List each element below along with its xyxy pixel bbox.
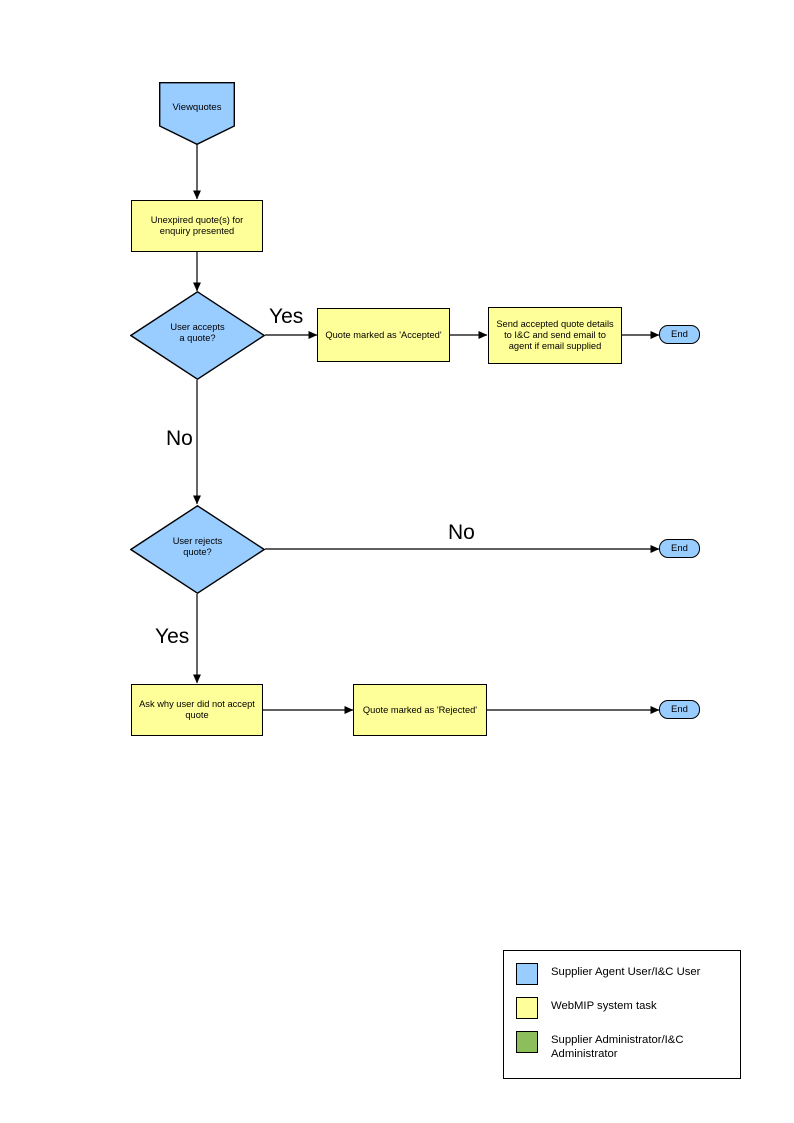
node-user-rejects-label: User rejects quote? <box>130 536 265 558</box>
edge-label-rejects-no: No <box>448 521 475 544</box>
legend-item-webmip-task: WebMIP system task <box>516 997 740 1019</box>
node-ask-why-not-accepted[interactable]: Ask why user did not accept quote <box>131 684 263 736</box>
accepts-line-2: a quote? <box>179 333 216 344</box>
node-end-rejected[interactable]: End <box>659 700 700 719</box>
node-user-accepts-decision[interactable]: User accepts a quote? <box>130 291 265 380</box>
rejects-line-1: User rejects <box>172 536 223 546</box>
node-end-accepted-label: End <box>671 328 688 340</box>
legend-label-supplier-agent: Supplier Agent User/I&C User <box>551 966 701 978</box>
legend-swatch-green <box>516 1031 538 1053</box>
start-shape <box>159 82 235 145</box>
node-end-rejected-label: End <box>671 703 688 715</box>
decision-shape-rejects <box>130 505 265 594</box>
node-user-rejects-decision[interactable]: User rejects quote? <box>130 505 265 594</box>
node-quote-marked-accepted[interactable]: Quote marked as 'Accepted' <box>317 308 450 362</box>
legend-label-supplier-administrator: Supplier Administrator/I&C Administrator <box>551 1034 684 1060</box>
node-user-accepts-label: User accepts a quote? <box>130 322 265 344</box>
node-unexpired-quotes[interactable]: Unexpired quote(s) for enquiry presented <box>131 200 263 252</box>
legend-box: Supplier Agent User/I&C User WebMIP syst… <box>503 950 741 1079</box>
decision-shape-accepts <box>130 291 265 380</box>
legend-label-webmip-task: WebMIP system task <box>551 1000 657 1012</box>
node-send-accepted-quote-details[interactable]: Send accepted quote details to I&C and s… <box>488 307 622 364</box>
accepts-line-1: User accepts <box>170 322 225 332</box>
node-end-accepted[interactable]: End <box>659 325 700 344</box>
node-end-not-rejected[interactable]: End <box>659 539 700 558</box>
node-start-label: Viewquotes <box>172 102 222 113</box>
legend-item-supplier-agent: Supplier Agent User/I&C User <box>516 963 740 985</box>
legend-swatch-blue <box>516 963 538 985</box>
node-unexpired-quotes-label: Unexpired quote(s) for enquiry presented <box>150 215 244 236</box>
edge-label-accepts-no: No <box>166 427 193 450</box>
legend-swatch-yellow <box>516 997 538 1019</box>
rejects-line-2: quote? <box>183 547 212 558</box>
node-start[interactable]: Viewquotes <box>159 82 235 145</box>
legend-item-supplier-administrator: Supplier Administrator/I&C Administrator <box>516 1031 740 1062</box>
edge-label-accepts-yes: Yes <box>269 305 304 328</box>
node-quote-marked-rejected[interactable]: Quote marked as 'Rejected' <box>353 684 487 736</box>
node-send-accepted-quote-details-label: Send accepted quote details to I&C and s… <box>496 319 614 351</box>
node-quote-marked-rejected-label: Quote marked as 'Rejected' <box>362 704 478 715</box>
edge-label-rejects-yes: Yes <box>155 625 190 648</box>
node-end-not-rejected-label: End <box>671 542 688 554</box>
node-ask-why-not-accepted-label: Ask why user did not accept quote <box>139 699 255 720</box>
node-quote-marked-accepted-label: Quote marked as 'Accepted' <box>325 329 442 340</box>
